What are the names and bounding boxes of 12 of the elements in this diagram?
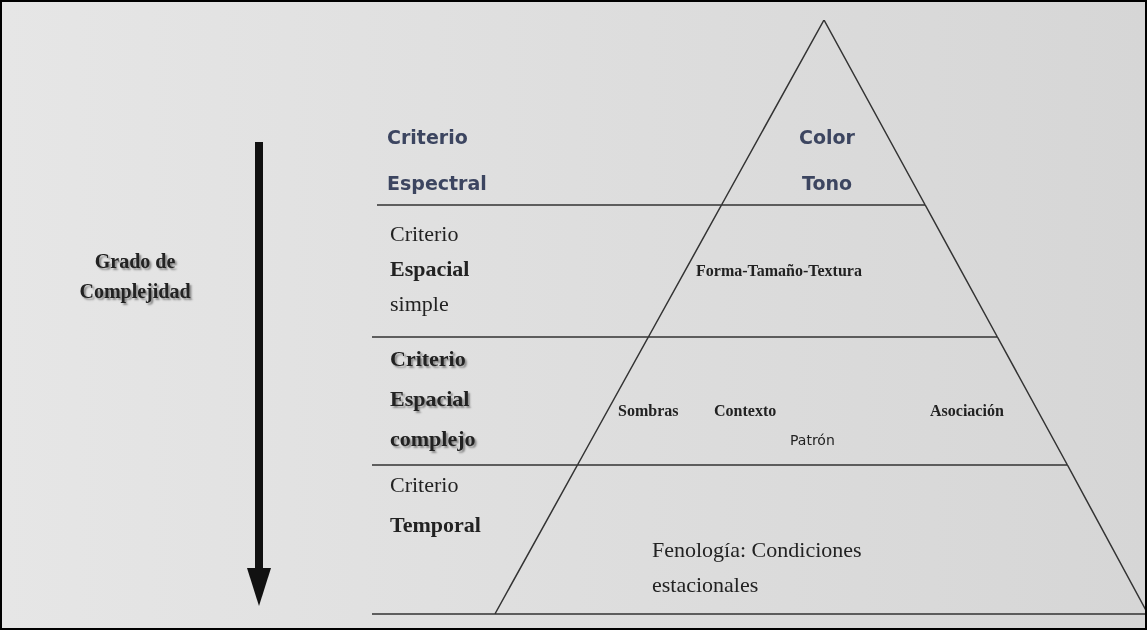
criterion-heading: Criterio Espacial simple <box>390 220 471 318</box>
band-text: Asociación <box>930 401 1005 421</box>
band-text: Patrón <box>790 431 836 450</box>
band-text: Color Tono <box>798 125 856 196</box>
band-text: Sombras <box>618 401 680 421</box>
criterion-heading: Criterio Espacial complejo <box>390 345 477 453</box>
axis-label: Grado de Complejidad <box>78 249 192 305</box>
criterion-heading: Criterio Temporal <box>390 471 482 539</box>
criterion-heading: Criterio Espectral <box>387 125 488 196</box>
band-text: Fenología: Condiciones estacionales <box>652 536 863 599</box>
band-text: Forma-Tamaño-Textura <box>696 261 863 281</box>
band-text: Contexto <box>714 401 778 421</box>
